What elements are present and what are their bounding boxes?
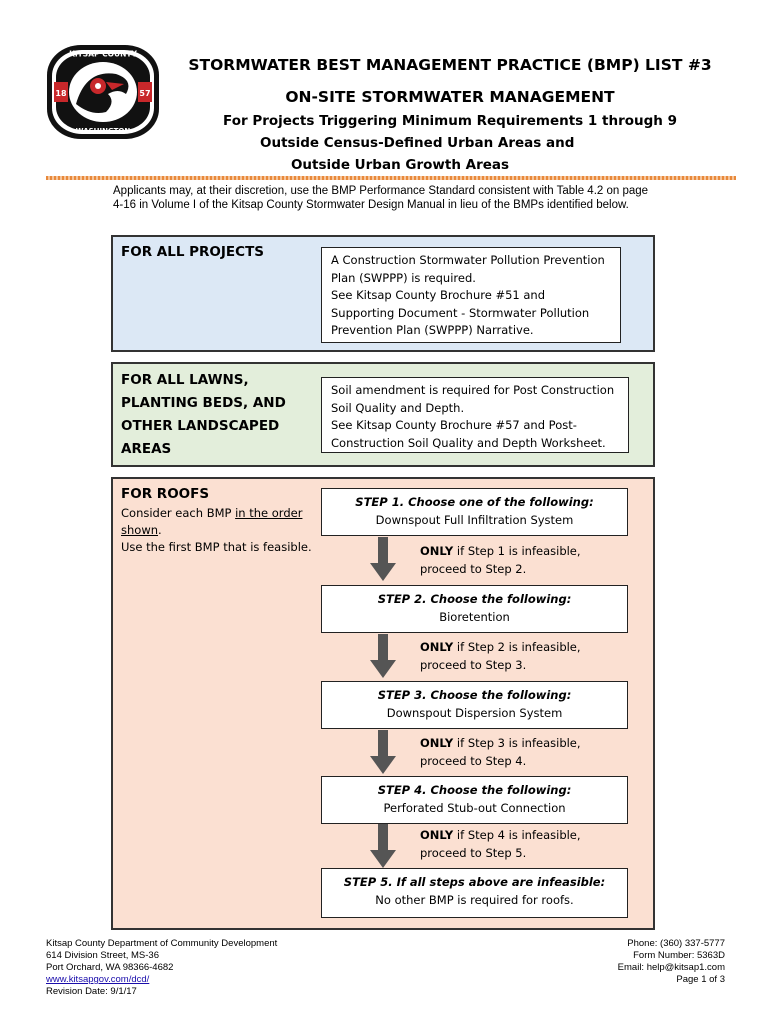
email-address: Email: help@kitsap1.com <box>617 962 725 973</box>
roof-step-2: STEP 2. Choose the following:Bioretentio… <box>321 585 628 633</box>
phone-number: Phone: (360) 337-5777 <box>627 938 725 949</box>
transition-4: ONLY if Step 4 is infeasible,proceed to … <box>420 828 581 860</box>
roofs-instructions: Consider each BMP in the order shown. Us… <box>121 506 312 554</box>
transition-1: ONLY if Step 1 is infeasible,proceed to … <box>420 544 581 576</box>
roof-step-5: STEP 5. If all steps above are infeasibl… <box>321 868 628 918</box>
soil-amendment-text: Soil amendment is required for Post Cons… <box>331 383 615 415</box>
revision-date: Revision Date: 9/1/17 <box>46 986 137 997</box>
all-projects-requirement-box: A Construction Stormwater Pollution Prev… <box>321 247 621 343</box>
department-name: Kitsap County Department of Community De… <box>46 938 278 949</box>
roof-step-4: STEP 4. Choose the following:Perforated … <box>321 776 628 824</box>
scope-line-2: Outside Census-Defined Urban Areas and <box>260 135 575 151</box>
intro-paragraph: Applicants may, at their discretion, use… <box>113 185 649 211</box>
city-address: Port Orchard, WA 98366-4682 <box>46 962 174 973</box>
footer-right: Phone: (360) 337-5777 Form Number: 5363D… <box>480 938 725 986</box>
document-title: STORMWATER BEST MANAGEMENT PRACTICE (BMP… <box>188 56 712 74</box>
lawns-title: FOR ALL LAWNS, PLANTING BEDS, AND OTHER … <box>121 372 286 457</box>
roofs-title: FOR ROOFS <box>121 486 210 502</box>
brochure-57-reference: See Kitsap County Brochure #57 and Post-… <box>331 418 606 450</box>
roof-step-3: STEP 3. Choose the following:Downspout D… <box>321 681 628 729</box>
down-arrow-icon <box>370 537 396 581</box>
form-number: Form Number: 5363D <box>633 950 725 961</box>
lawns-requirement-box: Soil amendment is required for Post Cons… <box>321 377 629 453</box>
all-projects-section: FOR ALL PROJECTS A Construction Stormwat… <box>111 235 655 352</box>
footer-left: Kitsap County Department of Community De… <box>46 938 366 998</box>
kitsap-county-seal-logo: 18 57 KITSAP COUNTY WASHINGTON <box>47 45 159 139</box>
roof-step-1: STEP 1. Choose one of the following:Down… <box>321 488 628 536</box>
transition-3: ONLY if Step 3 is infeasible,proceed to … <box>420 736 581 768</box>
header-divider <box>46 176 736 180</box>
scope-line-3: Outside Urban Growth Areas <box>290 157 510 173</box>
svg-text:18: 18 <box>55 89 67 98</box>
lawns-section: FOR ALL LAWNS, PLANTING BEDS, AND OTHER … <box>111 362 655 467</box>
page-number: Page 1 of 3 <box>676 974 725 985</box>
roofs-section: FOR ROOFS Consider each BMP in the order… <box>111 477 655 930</box>
swppp-requirement-text: A Construction Stormwater Pollution Prev… <box>331 253 605 285</box>
website-link[interactable]: www.kitsapgov.com/dcd/ <box>46 974 150 985</box>
all-projects-title: FOR ALL PROJECTS <box>121 244 264 260</box>
svg-text:KITSAP COUNTY: KITSAP COUNTY <box>69 50 137 59</box>
down-arrow-icon <box>370 824 396 868</box>
down-arrow-icon <box>370 634 396 678</box>
scope-line-1: For Projects Triggering Minimum Requirem… <box>223 113 677 129</box>
brochure-51-reference: See Kitsap County Brochure #51 and Suppo… <box>331 288 590 337</box>
svg-text:WASHINGTON: WASHINGTON <box>76 127 131 135</box>
street-address: 614 Division Street, MS-36 <box>46 950 159 961</box>
down-arrow-icon <box>370 730 396 774</box>
document-subtitle: ON-SITE STORMWATER MANAGEMENT <box>285 88 615 106</box>
transition-2: ONLY if Step 2 is infeasible,proceed to … <box>420 640 581 672</box>
svg-text:57: 57 <box>139 89 150 98</box>
